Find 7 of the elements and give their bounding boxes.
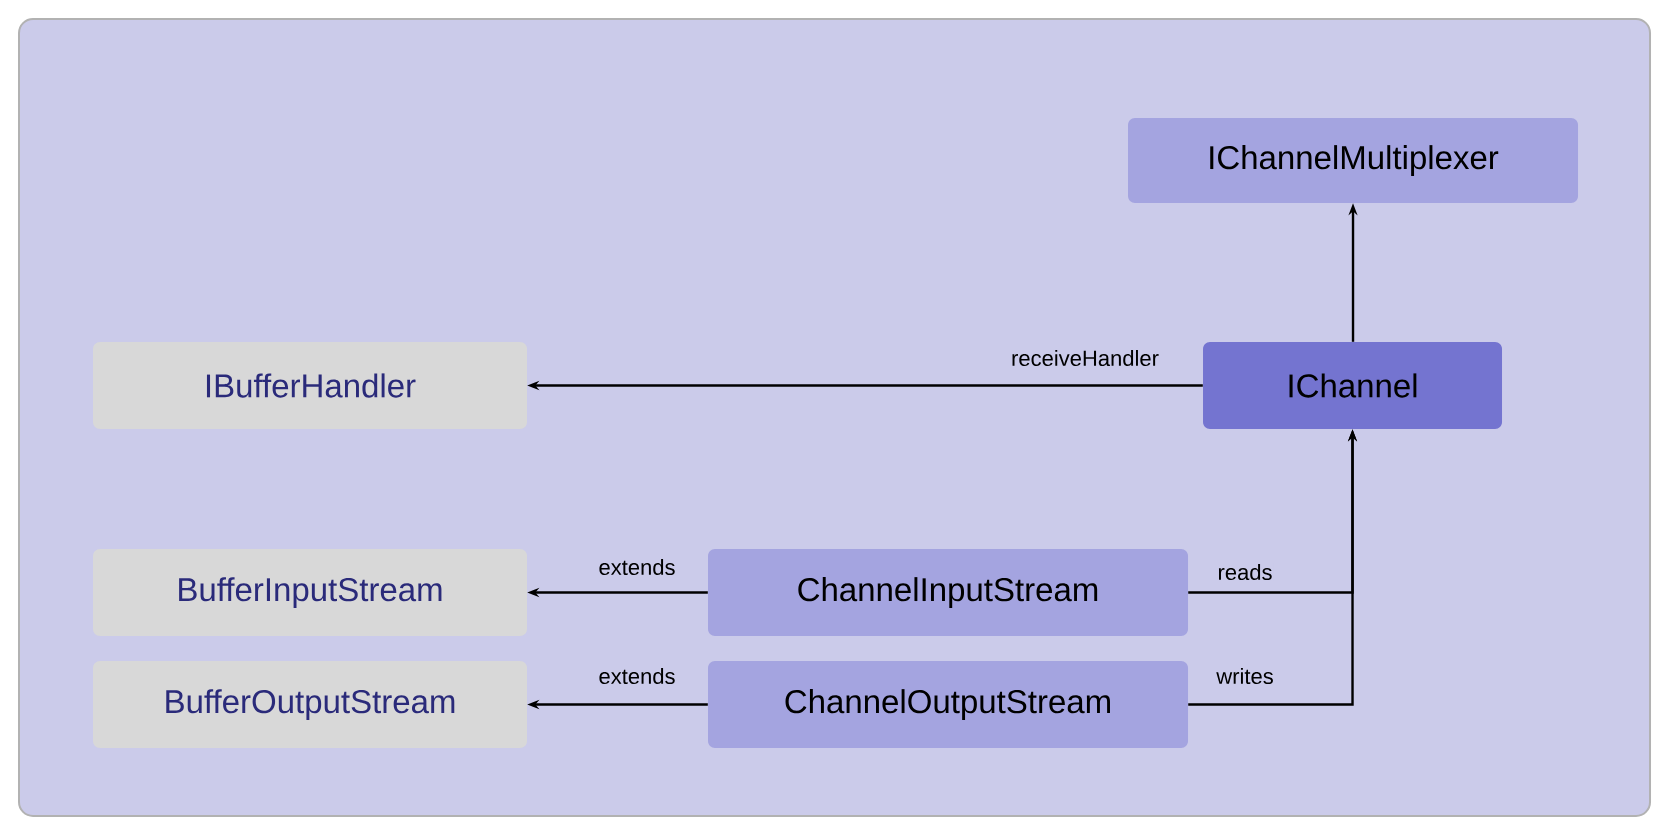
class-box: ChannelInputStream [708,549,1188,636]
class-box: BufferInputStream [93,549,527,636]
class-box: IChannelMultiplexer [1128,118,1578,203]
class-box: IBufferHandler [93,342,527,429]
class-box: BufferOutputStream [93,661,527,748]
class-box: IChannel [1203,342,1502,429]
class-box: ChannelOutputStream [708,661,1188,748]
